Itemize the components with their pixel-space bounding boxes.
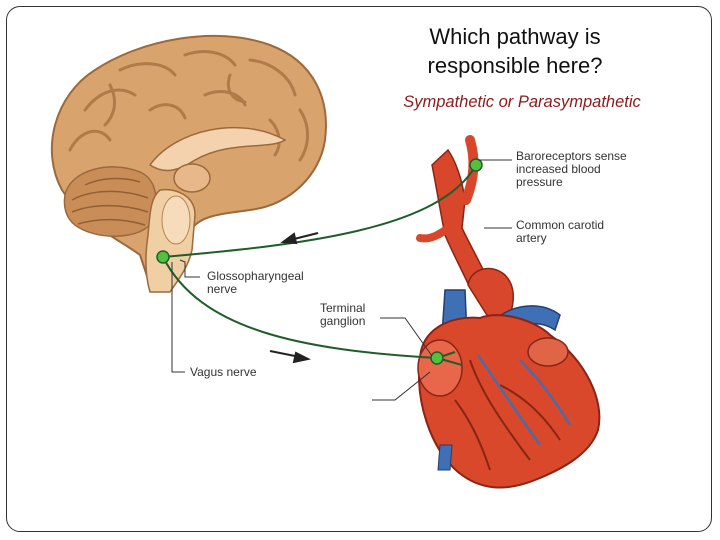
glossopharyngeal-nerve-label: Glossopharyngeal nerve [207,269,304,296]
brain-illustration [50,34,327,293]
label-leader-lines [171,159,512,401]
medulla-node [156,250,170,264]
glossopharyngeal-nerve-path [162,164,477,258]
vagus-nerve-path [162,256,438,359]
slide-title: Which pathway is responsible here? [427,24,603,78]
vagus-nerve-label: Vagus nerve [190,365,257,379]
terminal-ganglion-node [430,351,444,365]
baroreceptors-label: Baroreceptors sense increased blood pres… [516,149,627,189]
slide-subtitle: Sympathetic or Parasympathetic [403,93,641,111]
baroreceptor-node [469,158,483,172]
terminal-ganglion-label: Terminal ganglion [320,301,366,328]
carotid-artery-label: Common carotid artery [516,218,605,245]
heart-illustration [416,135,601,489]
slide-frame [6,6,712,532]
direction-arrows [269,232,319,364]
